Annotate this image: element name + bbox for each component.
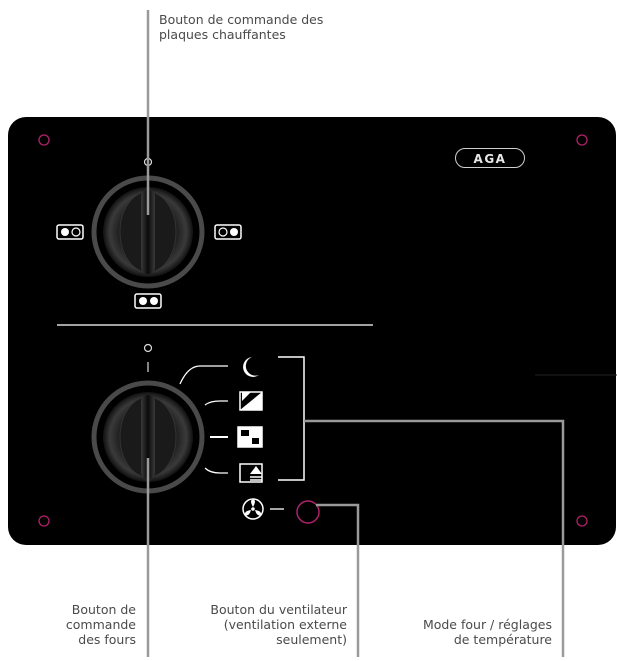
callout-line: commande (65, 617, 136, 632)
callout-line: des fours (78, 632, 136, 647)
screw-top-right (576, 134, 588, 146)
both-plates-icon (134, 293, 162, 309)
bake-arrow-icon (239, 463, 263, 483)
quad-square-icon (237, 426, 263, 448)
callout-line: Bouton de (71, 602, 136, 617)
fan-button[interactable] (296, 500, 320, 524)
left-plate-icon (56, 224, 84, 240)
callout-line: Bouton de commande des (159, 12, 324, 27)
screw-bottom-right (576, 515, 588, 527)
mode-bracket (278, 356, 305, 481)
oven-knob[interactable] (91, 343, 205, 494)
callout-line: plaques chauffantes (159, 27, 286, 42)
callout-line: Mode four / réglages (422, 617, 552, 632)
mode-guide-lines (179, 365, 228, 474)
fan-button-callout: Bouton du ventilateur (ventilation exter… (210, 602, 347, 647)
brand-logo: AGA (455, 148, 525, 168)
callout-line: seulement) (276, 632, 347, 647)
leader-lines (146, 10, 565, 657)
oven-mode-callout: Mode four / réglages de température (423, 617, 552, 647)
callout-line: (ventilation externe (223, 617, 347, 632)
screw-bottom-left (38, 515, 50, 527)
control-panel (8, 117, 617, 545)
hotplate-knob-callout: Bouton de commande des plaques chauffant… (159, 12, 323, 42)
callout-line: Bouton du ventilateur (210, 602, 347, 617)
screw-top-left (38, 134, 50, 146)
oven-knob-callout: Bouton de commande des fours (66, 602, 136, 647)
moon-icon (243, 357, 259, 377)
fan-icon (242, 498, 264, 520)
callout-line: de température (453, 632, 552, 647)
right-plate-icon (214, 224, 242, 240)
diagonal-split-icon (239, 391, 263, 411)
